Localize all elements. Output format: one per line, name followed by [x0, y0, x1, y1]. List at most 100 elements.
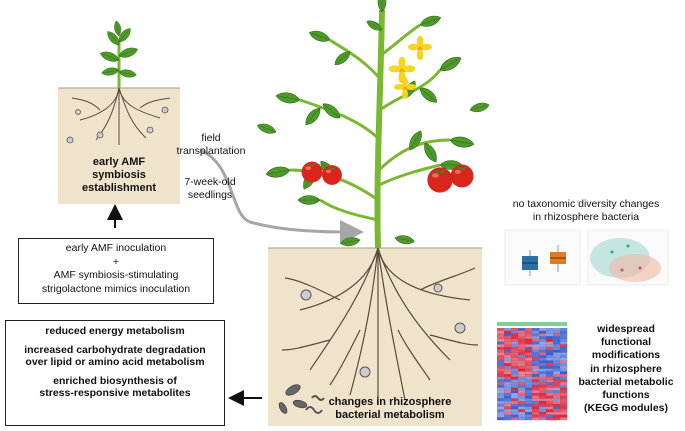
heatmap-cell [525, 398, 533, 402]
heatmap-cell [518, 387, 526, 391]
heatmap-cell [546, 363, 554, 367]
heatmap-cell [539, 403, 547, 407]
functional-line: bacterial metabolic [578, 375, 674, 388]
amf-label-line: symbiosis [92, 169, 146, 181]
amf-symbiosis-label: early AMF symbiosis establishment [58, 156, 180, 195]
heatmap-cell [539, 387, 547, 391]
heatmap-cell [546, 349, 554, 353]
heatmap-cell [497, 336, 505, 340]
heatmap-cell [518, 363, 526, 367]
heatmap-cell [497, 330, 505, 334]
heatmap-cell [546, 360, 554, 364]
heatmap-cell [553, 382, 561, 386]
heatmap-cell [553, 346, 561, 350]
heatmap-cell [504, 374, 512, 377]
heatmap-cell [532, 411, 540, 415]
heatmap-cell [539, 360, 547, 364]
seedling-illustration [58, 20, 180, 204]
heatmap-cell [518, 392, 526, 396]
heatmap-cell [525, 414, 533, 418]
heatmap-cell [553, 374, 561, 377]
heatmap-cell [532, 384, 540, 388]
heatmap-cell [504, 371, 512, 375]
heatmap-cell [504, 344, 512, 348]
heatmap-cell [511, 390, 519, 394]
heatmap-cell [560, 384, 568, 388]
heatmap-cell [546, 398, 554, 402]
heatmap-cell [497, 392, 505, 396]
heatmap-cell [504, 328, 512, 331]
heatmap-cell [532, 349, 540, 353]
heatmap-cell [546, 401, 554, 404]
heatmap-cell [497, 338, 505, 342]
heatmap-cell [560, 349, 568, 353]
heatmap-cell [560, 376, 568, 380]
heatmap-cell [518, 333, 526, 337]
heatmap-cell [560, 355, 568, 358]
heatmap-cell [497, 349, 505, 353]
heatmap-cell [511, 414, 519, 418]
heatmap-cell [504, 330, 512, 334]
outcome-line: increased carbohydrate degradation [24, 343, 206, 356]
heatmap-cell [539, 414, 547, 418]
heatmap-cell [504, 411, 512, 415]
heatmap-cell [511, 365, 519, 369]
heatmap-cell [504, 363, 512, 367]
heatmap-cell [539, 336, 547, 340]
heatmap-cell [504, 365, 512, 369]
heatmap-cell [553, 363, 561, 367]
heatmap-cell [532, 382, 540, 386]
heatmap-cell [518, 365, 526, 369]
heatmap-cell [553, 333, 561, 337]
heatmap-cell [560, 346, 568, 350]
heatmap-cell [504, 409, 512, 413]
heatmap-cell [504, 417, 512, 421]
heatmap-cell [497, 371, 505, 375]
heatmap-cell [518, 344, 526, 348]
heatmap-cell [525, 382, 533, 386]
heatmap-cell [518, 403, 526, 407]
heatmap-cell [560, 403, 568, 407]
heatmap-cell [511, 363, 519, 367]
outcome-item: reduced energy metabolism [10, 325, 220, 338]
heatmap-cell [553, 398, 561, 402]
heatmap-cell [518, 355, 526, 358]
heatmap-cell [504, 352, 512, 356]
arrow-field-transplant [199, 148, 364, 244]
heatmap-cell [525, 360, 533, 364]
heatmap-cell [546, 374, 554, 377]
heatmap-cell [546, 338, 554, 342]
heatmap-cell [525, 357, 533, 361]
heatmap-cell [497, 333, 505, 337]
heatmap-cell [560, 417, 568, 421]
heatmap-cell [504, 349, 512, 353]
heatmap-cell [518, 409, 526, 413]
heatmap-cell [553, 376, 561, 380]
heatmap-cell [532, 406, 540, 410]
heatmap-cell [518, 341, 526, 345]
heatmap-cell [539, 346, 547, 350]
heatmap-cell [539, 341, 547, 345]
heatmap-cell [546, 346, 554, 350]
heatmap-cell [525, 328, 533, 331]
heatmap-cell [546, 376, 554, 380]
heatmap-cell [539, 390, 547, 394]
heatmap-cell [511, 355, 519, 358]
heatmap-cell [511, 403, 519, 407]
heatmap-cell [518, 376, 526, 380]
heatmap-cell [546, 352, 554, 356]
heatmap-cell [532, 379, 540, 383]
heatmap-cell [546, 371, 554, 375]
outcome-item: increased carbohydrate degradation over … [10, 344, 220, 369]
heatmap-cell [525, 352, 533, 356]
heatmap-cell [553, 390, 561, 394]
heatmap-cell [560, 395, 568, 399]
heatmap-cell [511, 411, 519, 415]
heatmap-cell [518, 382, 526, 386]
heatmap-cell [525, 387, 533, 391]
heatmap-cell [532, 401, 540, 404]
heatmap-cell [560, 344, 568, 348]
diversity-charts [504, 229, 669, 286]
heatmap-cell [539, 384, 547, 388]
heatmap-cell [504, 357, 512, 361]
